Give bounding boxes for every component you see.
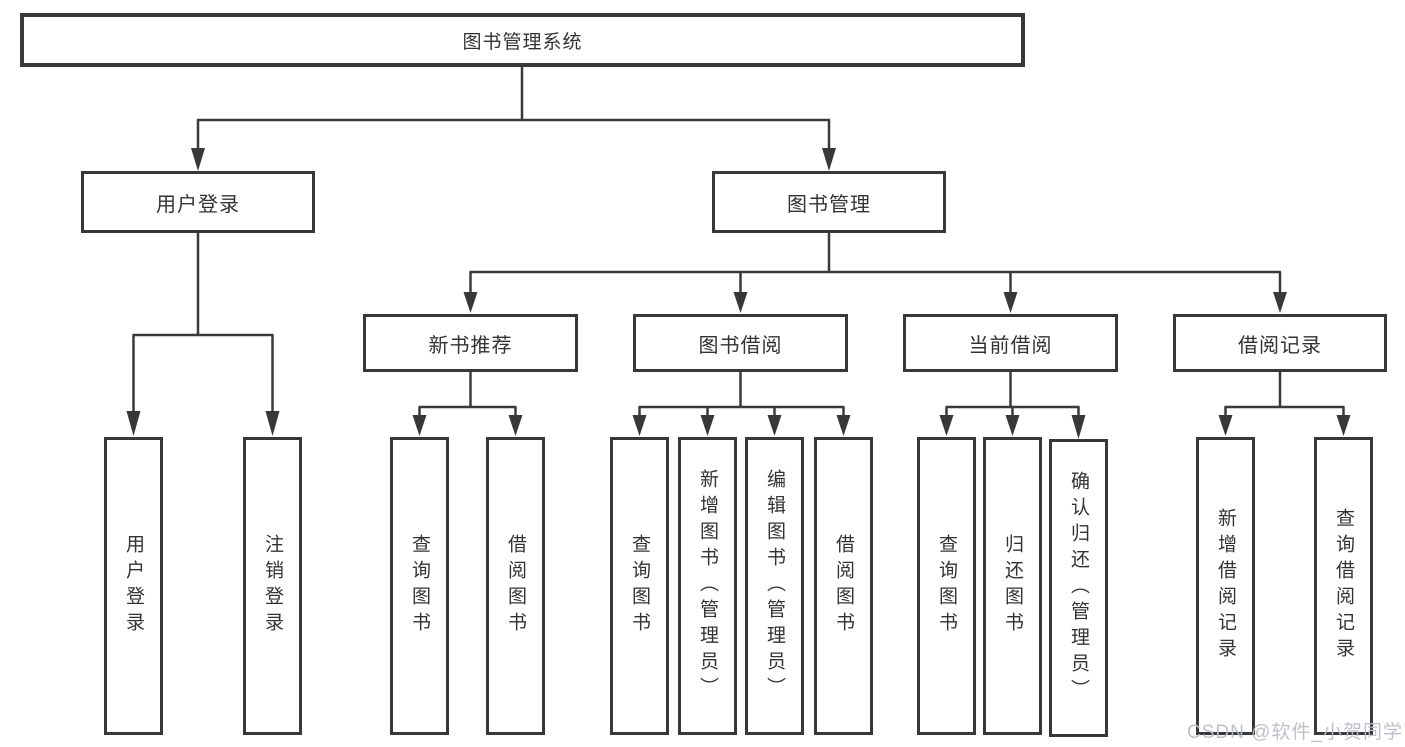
- connector-records-branch: [1218, 372, 1351, 436]
- connector-new-books-branch: [412, 372, 523, 436]
- leaf-borrow-books: 借阅图书: [814, 437, 873, 735]
- leaf-return-books: 归还图书: [983, 437, 1042, 735]
- node-borrow-records: 借阅记录: [1173, 314, 1387, 372]
- leaf-confirm-return-admin: 确认归还（管理员）: [1049, 439, 1108, 737]
- node-user-login: 用户登录: [81, 171, 315, 233]
- leaf-borrow-books-recommend: 借阅图书: [486, 437, 545, 735]
- node-book-borrow: 图书借阅: [633, 314, 848, 372]
- connector-borrow-branch: [632, 372, 851, 436]
- node-book-management: 图书管理: [712, 171, 946, 233]
- leaf-query-books-recommend: 查询图书: [390, 437, 449, 735]
- leaf-logout: 注销登录: [243, 437, 302, 735]
- leaf-add-books-admin: 新增图书（管理员）: [678, 437, 737, 735]
- leaf-user-login: 用户登录: [104, 437, 163, 735]
- watermark-text: CSDN @软件_小贺同学: [1187, 722, 1403, 743]
- node-root-system: 图书管理系统: [20, 13, 1025, 67]
- leaf-query-books-borrow: 查询图书: [610, 437, 669, 735]
- connector-book-mgmt-to-level3: [463, 233, 1287, 313]
- connector-root-to-level2: [191, 67, 836, 171]
- leaf-add-borrow-record: 新增借阅记录: [1196, 437, 1255, 735]
- leaf-query-borrow-record: 查询借阅记录: [1314, 437, 1373, 735]
- node-new-book-recommend: 新书推荐: [363, 314, 578, 372]
- leaf-query-books-current: 查询图书: [917, 437, 976, 735]
- leaf-edit-books-admin: 编辑图书（管理员）: [745, 437, 804, 735]
- connector-current-branch: [939, 372, 1086, 439]
- connector-user-login-branch: [126, 233, 280, 436]
- node-current-borrow: 当前借阅: [903, 314, 1118, 372]
